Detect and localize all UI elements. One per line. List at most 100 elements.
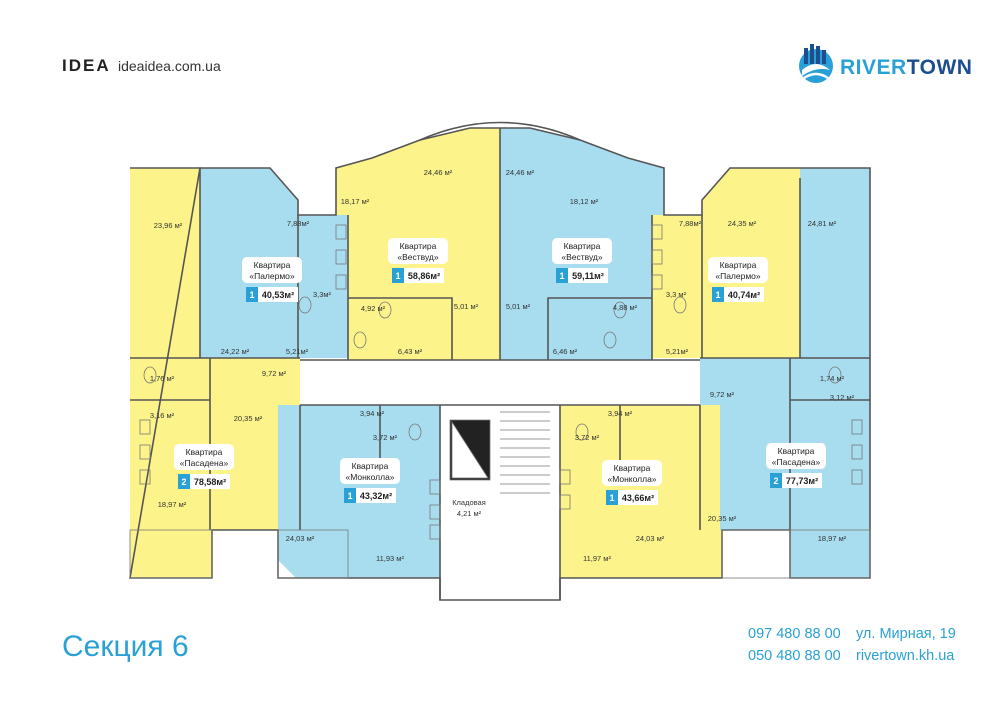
room-area-label: 23,96 м² (154, 221, 183, 230)
room-count-badge (392, 268, 404, 283)
wall-2 (419, 121, 581, 141)
room-area-label: 7,88м² (287, 219, 310, 228)
appliance-icon (139, 419, 151, 435)
room-area-label: 3,3 м² (666, 290, 687, 299)
apartment-area: 43,66м² (622, 493, 654, 503)
room-area-label: 18,12 м² (570, 197, 599, 206)
toilet-icon (378, 301, 392, 319)
balcony-1 (277, 529, 349, 579)
fixtures (129, 224, 871, 579)
brand-name: IDEA (62, 56, 111, 75)
wall-22 (348, 297, 453, 360)
apartment-area-box (770, 473, 822, 488)
room-area-label: 3,72 м² (373, 433, 398, 442)
appliance-icon (559, 494, 571, 510)
apartment-name-line2: «Монколла» (607, 474, 656, 484)
section-title: Секция 6 (62, 630, 189, 663)
room-area-label: 20,35 м² (234, 414, 263, 423)
elevator-mark (451, 420, 489, 479)
toilet-icon (353, 331, 367, 349)
apartment-area-box (606, 490, 658, 505)
rivertown-logo: RIVERTOWN (796, 40, 972, 88)
room-area-label: 24,35 м² (728, 219, 757, 228)
apartment-name-line1: Квартира (564, 241, 601, 251)
balcony-0 (129, 529, 213, 579)
room-area-label: 3,16 м² (150, 411, 175, 420)
room-area-label: 24,46 м² (424, 168, 453, 177)
apartment-area-box (178, 474, 230, 489)
apartment-area: 40,53м² (262, 290, 294, 300)
apartment-name-box (552, 238, 612, 264)
room-area-label: 9,72 м² (710, 390, 735, 399)
phone-2[interactable]: 050 480 88 00 (748, 648, 841, 664)
room-count: 2 (773, 476, 778, 486)
apartment-name-line2: «Пасадена» (180, 458, 229, 468)
room-area-label: 1,76 м² (150, 374, 175, 383)
storage-area: 4,21 м² (457, 509, 482, 518)
room-area-label: 18,17 м² (341, 197, 370, 206)
room-area-label: 18,97 м² (158, 500, 187, 509)
apartment-name-line2: «Пасадена» (772, 457, 821, 467)
address: ул. Мирная, 19 (856, 626, 956, 642)
room-area-label: 9,72 м² (262, 369, 287, 378)
balcony-3 (789, 529, 871, 579)
apartment-label[interactable]: Квартира«Палермо» 1 40,53м² (242, 257, 302, 302)
room-count: 1 (715, 290, 720, 300)
apartment-name-line2: «Палермо» (249, 271, 295, 281)
room-area-label: 7,88м² (679, 219, 702, 228)
phone-1[interactable]: 097 480 88 00 (748, 626, 841, 642)
palermo-right-bath-fill (652, 215, 702, 358)
apartment-name-box (766, 443, 826, 469)
appliance-icon (429, 504, 441, 520)
logo-wordmark: RIVERTOWN (840, 56, 973, 79)
room-area-label: 5,21м² (286, 347, 309, 356)
appliance-icon (559, 469, 571, 485)
room-area-label: 24,22 м² (221, 347, 250, 356)
toilet-icon (828, 366, 842, 384)
apartment-name-box (242, 257, 302, 283)
room-count-badge (556, 268, 568, 283)
apartment-name-box (708, 257, 768, 283)
appliance-icon (651, 224, 663, 240)
apartment-area-box (344, 488, 396, 503)
appliance-icon (851, 419, 863, 435)
apartment-name-line1: Квартира (254, 260, 291, 270)
appliance-icon (335, 224, 347, 240)
logo-emblem-icon (799, 44, 833, 83)
website[interactable]: rivertown.kh.ua (856, 648, 955, 664)
appliance-icon (651, 249, 663, 265)
room-count-badge (178, 474, 190, 489)
appliance-icon (651, 274, 663, 290)
toilet-icon (613, 301, 627, 319)
apartment-name-box (340, 458, 400, 484)
apartment-area: 78,58м² (194, 477, 226, 487)
appliance-icon (335, 274, 347, 290)
room-count-badge (344, 488, 356, 503)
wall-23 (547, 297, 652, 360)
room-count: 2 (181, 477, 186, 487)
room-area-label: 5,01 м² (454, 302, 479, 311)
apartment-name-line2: «Вествуд» (561, 252, 603, 262)
room-area-label: 3,94 м² (360, 409, 385, 418)
room-count: 1 (249, 290, 254, 300)
appliance-icon (139, 469, 151, 485)
apartment-label[interactable]: Квартира«Пасадена» 2 78,58м² (174, 444, 234, 489)
toilet-icon (408, 423, 422, 441)
room-area-label: 3,72 м² (575, 433, 600, 442)
apartment-name-box (174, 444, 234, 470)
apartment-name-line2: «Палермо» (715, 271, 761, 281)
toilet-icon (575, 423, 589, 441)
apartment-name-line1: Квартира (186, 447, 223, 457)
room-area-label: 18,97 м² (818, 534, 847, 543)
website-link[interactable]: ideaidea.com.ua (118, 58, 221, 74)
palermo-left-bath-fill (298, 215, 348, 358)
